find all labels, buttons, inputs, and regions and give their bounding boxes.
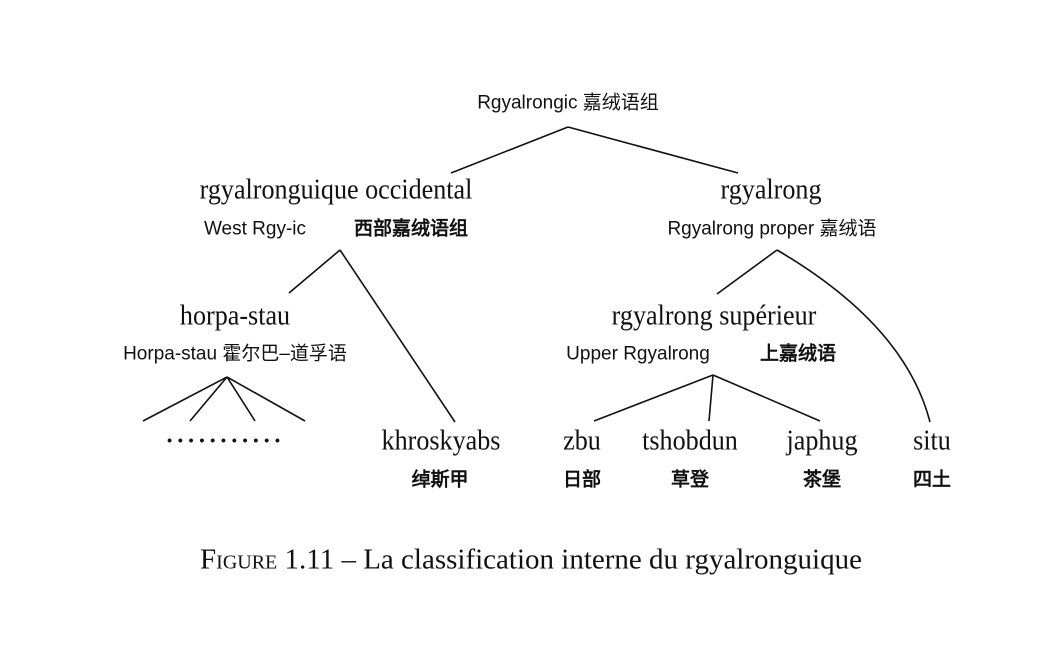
edge-upper-japhug [712, 374, 821, 422]
horpa-name: horpa-stau [179, 299, 291, 332]
leaf-tshobdun-zh: 草登 [670, 468, 710, 491]
leaf-khroskyabs-zh: 绰斯甲 [411, 468, 469, 491]
leaf-zbu-zh: 日部 [562, 468, 602, 491]
upper-name: rgyalrong supérieur [611, 299, 817, 332]
west-name: rgyalronguique occidental [199, 173, 473, 206]
leaf-khroskyabs: khroskyabs [381, 424, 501, 457]
horpa-gloss: Horpa-stau 霍尔巴–道孚语 [123, 343, 347, 365]
edge-horpa-4 [226, 376, 306, 422]
edge-rgyalrong-upper [716, 249, 778, 295]
leaf-japhug-zh: 茶堡 [802, 468, 842, 491]
rgyalrong-name: rgyalrong [720, 173, 822, 206]
west-gloss: West Rgy-ic [203, 218, 307, 240]
leaf-zbu: zbu [563, 424, 601, 457]
upper-gloss: Upper Rgyalrong [566, 343, 710, 365]
edge-upper-zbu [593, 374, 714, 422]
edge-west-horpa [288, 249, 341, 294]
edge-root-west [450, 126, 569, 174]
rgyalrong-gloss: Rgyalrong proper 嘉绒语 [667, 218, 877, 240]
edge-root-rgyalrong [567, 126, 739, 174]
leaf-situ: situ [913, 424, 951, 457]
edge-horpa-3 [226, 376, 256, 422]
leaf-situ-zh: 四土 [912, 468, 952, 491]
edge-horpa-1 [142, 376, 228, 422]
edge-upper-tshobdun [708, 374, 714, 422]
horpa-leaves-ellipsis: • • • • • • • • • • • [167, 432, 281, 448]
leaf-japhug: japhug [786, 424, 858, 457]
leaf-tshobdun: tshobdun [642, 424, 738, 457]
west-gloss-zh: 西部嘉绒语组 [353, 217, 469, 240]
figure-caption: Figure 1.11 – La classification interne … [200, 543, 862, 576]
edge-west-khroskyabs [339, 249, 456, 423]
root-label: Rgyalrongic 嘉绒语组 [477, 92, 659, 114]
edge-rgyalrong-situ [776, 249, 931, 423]
upper-gloss-zh: 上嘉绒语 [759, 342, 837, 365]
caption-text: – La classification interne du rgyalrong… [341, 543, 862, 576]
edge-horpa-2 [189, 376, 228, 422]
figure-number: Figure 1.11 [200, 543, 335, 576]
